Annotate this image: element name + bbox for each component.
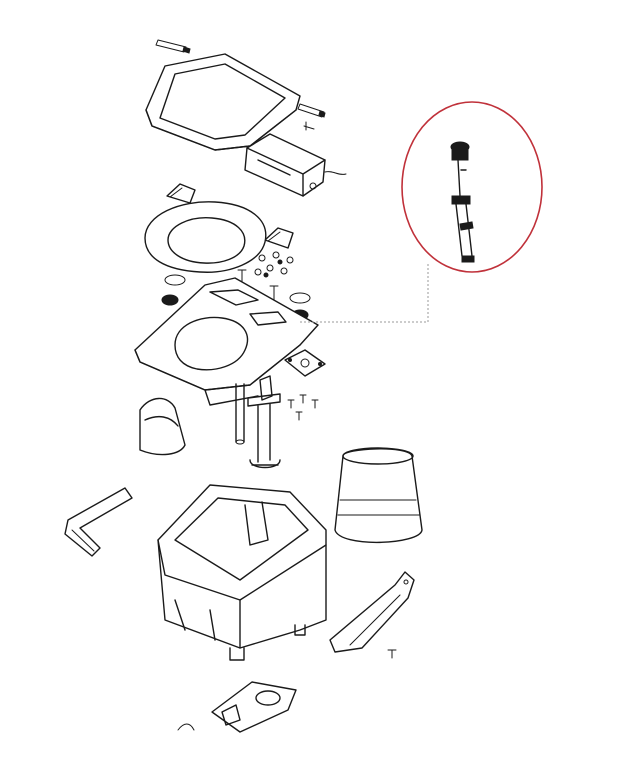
toilet-lid	[145, 53, 301, 151]
hinge-cover-left	[166, 183, 196, 204]
valve-plate	[211, 681, 297, 733]
flush-control-housing	[244, 133, 347, 197]
small-screw-top	[303, 121, 315, 131]
hinge-pin-left	[155, 39, 191, 54]
carry-handle-left	[64, 487, 133, 557]
highlight-circle	[401, 101, 543, 273]
hinge-pin-right	[297, 103, 326, 118]
gasket-plate	[284, 349, 326, 377]
screw-set	[254, 251, 294, 278]
toilet-seat	[144, 201, 267, 273]
upper-tank	[134, 277, 319, 406]
lower-waste-tank	[157, 484, 327, 661]
handle-screw	[387, 649, 397, 659]
valve-lever	[177, 723, 195, 731]
fastener-screws	[287, 394, 319, 421]
flush-pump-rod	[450, 141, 475, 263]
waste-bowl-insert	[334, 447, 423, 544]
leader-line	[300, 264, 429, 323]
carry-handle-right	[329, 571, 415, 653]
hinge-cover-right	[264, 227, 294, 249]
filler-cap	[139, 397, 186, 456]
drain-tube	[235, 383, 245, 445]
pump-assembly	[247, 375, 281, 469]
rubber-washer-left	[161, 274, 186, 306]
